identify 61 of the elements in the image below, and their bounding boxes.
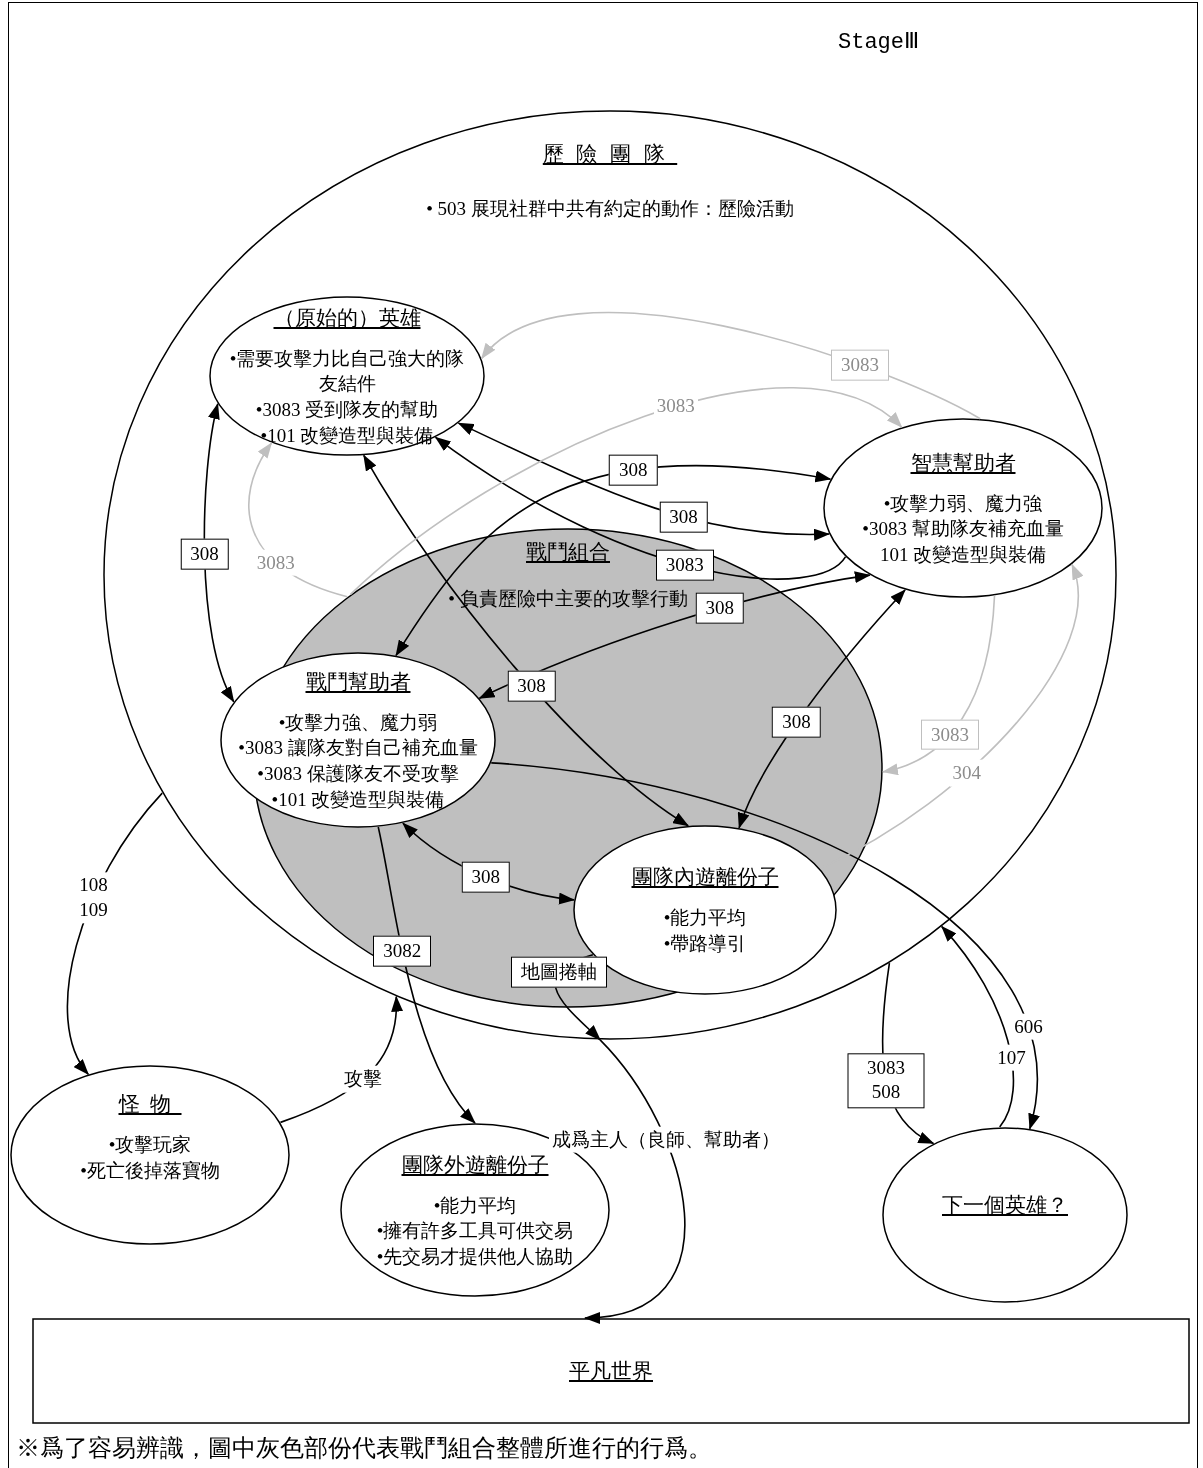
edge-label: 308 (695, 592, 744, 624)
bullet-item: •攻擊玩家 (108, 1133, 192, 1158)
bullet-item: •帶路導引 (663, 932, 747, 956)
node-title: 平凡世界 (569, 1358, 653, 1385)
bullet-item: 101 改變造型與裝備 (879, 542, 1047, 567)
arrow (349, 386, 903, 596)
bullet-item: •需要攻擊力比自己強大的隊友結件 (228, 346, 466, 397)
node-title: 戰鬥幫助者 (305, 668, 411, 696)
edge-label: 3083 (920, 719, 979, 751)
bullet-item: •擁有許多工具可供交易 (376, 1219, 574, 1244)
node-title: 戰鬥組合 (526, 539, 610, 566)
oval (209, 296, 485, 456)
bullet-item: • 負責歷險中主要的攻擊行動 (448, 587, 688, 611)
node-title: 智慧幫助者 (910, 449, 1016, 477)
caption: ※爲了容易辨識，圖中灰色部份代表戰鬥組合整體所進行的行爲。 (16, 1434, 712, 1463)
bullet-item: •先交易才提供他人協助 (376, 1244, 574, 1269)
arrow (377, 826, 476, 1124)
oval (340, 1123, 610, 1297)
bullet-item: •3083 受到隊友的幫助 (255, 398, 439, 422)
node-title: （原始的）英雄 (273, 304, 421, 332)
bullet-item: •101 改變造型與裝備 (271, 787, 445, 812)
edge-label: 308 (507, 671, 556, 702)
edge-label: 308 (608, 454, 658, 486)
node-title: 怪物 (118, 1091, 182, 1119)
edge-label: 3083 (831, 349, 890, 381)
edge-label: 308 (461, 861, 511, 893)
arrow (362, 454, 689, 827)
bullet-item: •3083 保護隊友不受攻擊 (257, 762, 459, 786)
oval (10, 1065, 290, 1245)
node-title: 下一個英雄？ (942, 1192, 1068, 1219)
edge-label: 308 (180, 539, 229, 570)
bullet-item: •能力平均 (663, 906, 747, 931)
oval (823, 418, 1103, 598)
edge-label: 3083 508 (847, 1053, 925, 1109)
bullet-item: •3083 幫助隊友補充血量 (862, 517, 1064, 542)
arrow (584, 1039, 686, 1323)
arrow (819, 563, 1082, 870)
stage-title: StageⅢ (838, 29, 919, 55)
bullet-item: • 503 展現社群中共有約定的動作：歷險活動 (426, 197, 794, 221)
bullet-item: •能力平均 (433, 1193, 517, 1218)
node-title: 團隊內遊離份子 (631, 864, 779, 892)
bullet-item: •死亡後掉落寶物 (80, 1159, 220, 1183)
oval (882, 1127, 1128, 1303)
arrow (490, 762, 1039, 1130)
bullet-item: •攻擊力弱、魔力強 (883, 491, 1043, 516)
node-title: 團隊外遊離份子 (401, 1151, 549, 1179)
edge-label: 3083 (655, 549, 714, 581)
edge-label: 308 (772, 707, 821, 738)
arrow (480, 312, 982, 420)
rectangle-box (32, 1318, 1190, 1424)
bullet-item: •3083 讓隊友對自己補充血量 (238, 736, 478, 761)
bullet-item: •攻擊力強、魔力弱 (278, 710, 438, 735)
edge-label: 3082 (373, 936, 432, 967)
bullet-item: •101 改變造型與裝備 (260, 423, 434, 448)
node-title: 歷險團隊 (542, 141, 678, 168)
edge-label: 304 (949, 759, 984, 787)
oval (220, 652, 496, 828)
arrow (203, 403, 235, 703)
arrow (395, 464, 832, 657)
edge-label: 308 (659, 501, 708, 533)
edge-label: 地圖捲軸 (511, 957, 607, 988)
